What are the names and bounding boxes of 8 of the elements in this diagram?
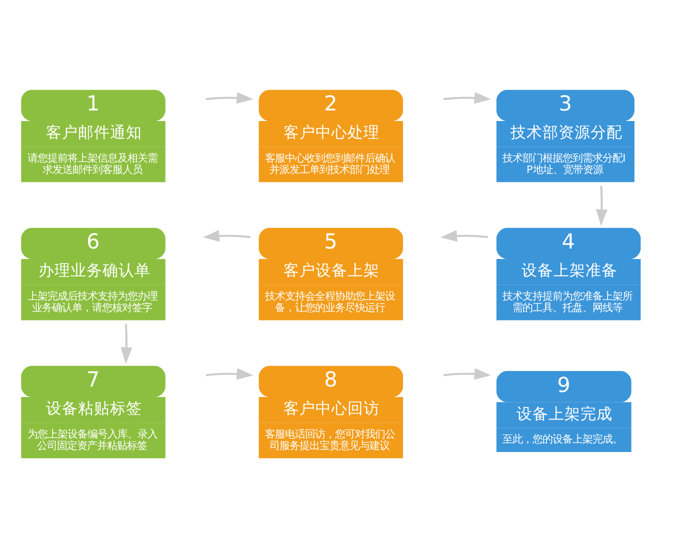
arrow xyxy=(206,92,254,104)
arrow xyxy=(120,324,132,364)
arrow xyxy=(440,230,488,242)
arrow xyxy=(206,368,254,380)
arrow xyxy=(443,92,492,104)
arrow xyxy=(443,368,492,380)
arrow xyxy=(202,230,250,242)
arrow xyxy=(596,186,608,226)
